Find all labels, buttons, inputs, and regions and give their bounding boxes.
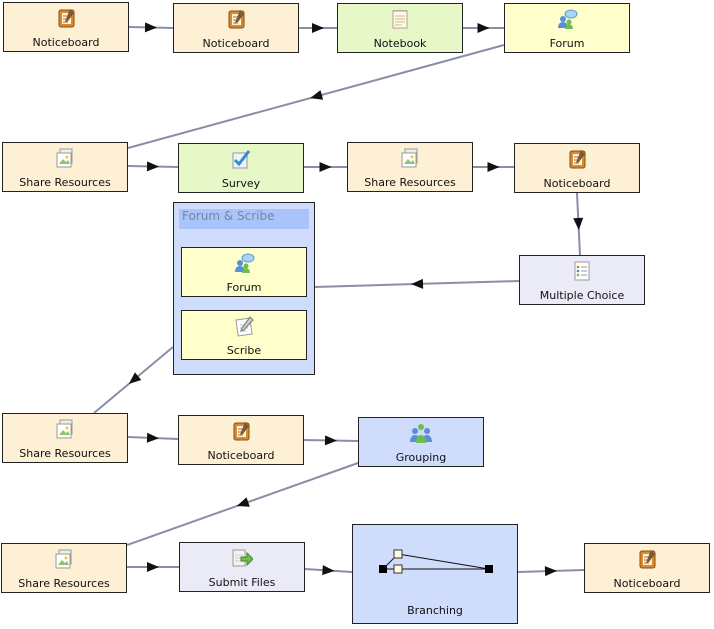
activity-group-forum[interactable]: Forum xyxy=(181,247,307,297)
activity-label: Multiple Choice xyxy=(539,289,625,302)
transition-arrow-7 xyxy=(487,162,500,172)
grouping-icon xyxy=(410,424,432,443)
transition-arrow-8 xyxy=(573,217,584,230)
activity-noticeboard-1[interactable]: Noticeboard xyxy=(3,2,129,52)
notebook-icon xyxy=(392,10,408,29)
transition-arrow-13 xyxy=(236,497,250,507)
transition-arrow-10 xyxy=(128,372,142,384)
activity-label: Noticeboard xyxy=(207,449,275,462)
forum-icon xyxy=(235,253,255,273)
activity-label: Grouping xyxy=(395,451,447,464)
activity-forum[interactable]: Forum xyxy=(504,3,630,53)
transition-arrow-11 xyxy=(146,432,159,443)
share-resources-icon xyxy=(56,419,73,439)
activity-label: Survey xyxy=(221,177,261,190)
branching-icon xyxy=(379,549,493,574)
activity-label: Branching xyxy=(407,604,463,617)
share-resources-icon xyxy=(56,148,73,168)
activity-grouping[interactable]: Grouping xyxy=(358,417,484,467)
transition-arrow-4 xyxy=(310,90,324,100)
transition-arrow-15 xyxy=(322,565,335,576)
activity-label: Share Resources xyxy=(18,577,110,590)
activity-share-resources-2[interactable]: Share Resources xyxy=(347,142,473,192)
activity-share-resources-3[interactable]: Share Resources xyxy=(2,413,128,463)
activity-label: Share Resources xyxy=(19,176,111,189)
noticeboard-icon xyxy=(639,550,656,569)
activity-label: Notebook xyxy=(373,37,427,50)
activity-noticeboard-3[interactable]: Noticeboard xyxy=(514,143,640,193)
group-title: Forum & Scribe xyxy=(179,209,309,229)
activity-label: Forum xyxy=(226,281,262,294)
transition-arrow-16 xyxy=(544,566,557,577)
transition-arrow-6 xyxy=(319,162,332,172)
share-resources-icon xyxy=(55,549,72,569)
activity-share-resources-1[interactable]: Share Resources xyxy=(2,142,128,192)
transition-arrow-1 xyxy=(144,22,157,33)
survey-icon xyxy=(232,150,251,169)
activity-share-resources-4[interactable]: Share Resources xyxy=(1,543,127,593)
activity-label: Share Resources xyxy=(19,447,111,460)
transition-arrow-12 xyxy=(324,435,337,446)
activity-survey[interactable]: Survey xyxy=(178,143,304,193)
activity-label: Scribe xyxy=(226,344,262,357)
activity-multiple-choice[interactable]: Multiple Choice xyxy=(519,255,645,305)
activity-label: Noticeboard xyxy=(32,36,100,49)
noticeboard-icon xyxy=(228,10,245,29)
activity-group-scribe[interactable]: Scribe xyxy=(181,310,307,360)
noticeboard-icon xyxy=(233,422,250,441)
noticeboard-icon xyxy=(569,150,586,169)
activity-label: Submit Files xyxy=(208,576,276,589)
submit-files-icon xyxy=(232,549,253,567)
multiple-choice-icon xyxy=(574,261,590,281)
noticeboard-icon xyxy=(58,9,75,28)
forum-icon xyxy=(558,9,578,29)
activity-notebook[interactable]: Notebook xyxy=(337,3,463,53)
activity-branching[interactable]: Branching xyxy=(352,524,518,624)
transition-arrow-2 xyxy=(312,23,324,33)
share-resources-icon xyxy=(401,148,418,168)
activity-label: Share Resources xyxy=(364,176,456,189)
transition-arrow-3 xyxy=(477,23,490,33)
activity-label: Noticeboard xyxy=(543,177,611,190)
activity-submit-files[interactable]: Submit Files xyxy=(179,542,305,592)
activity-noticeboard-4[interactable]: Noticeboard xyxy=(178,415,304,465)
activity-noticeboard-5[interactable]: Noticeboard xyxy=(584,543,710,593)
scribe-icon xyxy=(235,316,254,337)
activity-label: Noticeboard xyxy=(202,37,270,50)
activity-label: Forum xyxy=(549,37,585,50)
activity-noticeboard-2[interactable]: Noticeboard xyxy=(173,3,299,53)
optional-group-forum-scribe[interactable]: Forum & Scribe Forum Scribe xyxy=(173,202,315,375)
transition-arrow-14 xyxy=(147,562,159,572)
transition-arrow-9 xyxy=(411,278,424,289)
activity-label: Noticeboard xyxy=(613,577,681,590)
transition-arrow-5 xyxy=(146,161,159,172)
